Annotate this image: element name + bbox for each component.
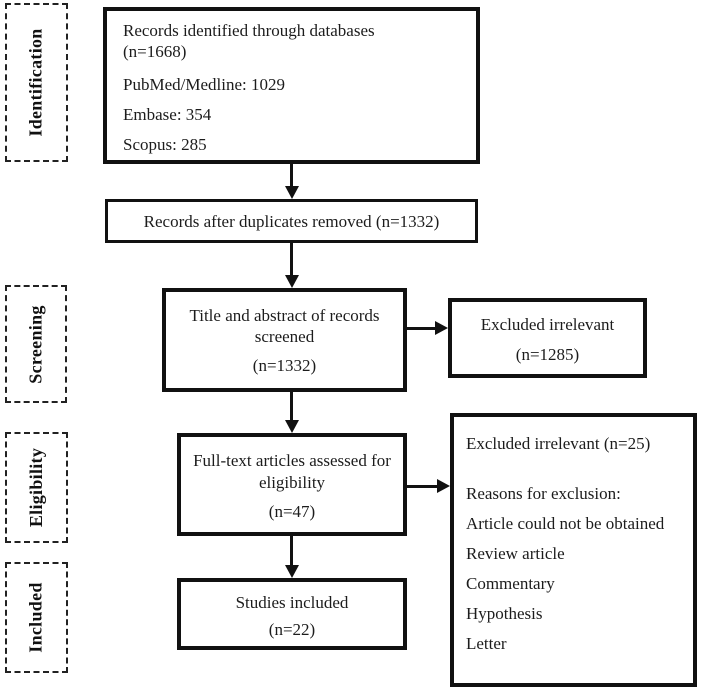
arrow-fulltext-to-included-line	[290, 536, 293, 566]
arrow-fulltext-to-excluded-head	[437, 479, 450, 493]
box-duplicates-removed: Records after duplicates removed (n=1332…	[105, 199, 478, 243]
stage-screening-label: Screening	[25, 304, 46, 384]
arrow-fulltext-to-included-head	[285, 565, 299, 578]
excluded-screening-count: (n=1285)	[515, 345, 580, 364]
screened-title: Title and abstract of records screened	[189, 306, 380, 346]
box-excluded-screening: Excluded irrelevant (n=1285)	[448, 298, 647, 378]
source-embase: Embase: 354	[123, 105, 212, 124]
stage-eligibility-label: Eligibility	[26, 447, 47, 528]
source-scopus: Scopus: 285	[123, 135, 207, 154]
box-excluded-eligibility: Excluded irrelevant (n=25) Reasons for e…	[450, 413, 697, 687]
stage-eligibility: Eligibility	[5, 432, 68, 543]
stage-screening: Screening	[5, 285, 67, 403]
exclusion-reasons-heading: Reasons for exclusion:	[466, 484, 621, 503]
box-records-identified: Records identified through databases (n=…	[103, 7, 480, 164]
included-title: Studies included	[235, 593, 349, 612]
source-pubmed: PubMed/Medline: 1029	[123, 75, 285, 94]
stage-identification-label: Identification	[26, 28, 47, 137]
arrow-screened-to-fulltext-head	[285, 420, 299, 433]
box-screened: Title and abstract of records screened (…	[162, 288, 407, 392]
stage-included: Included	[5, 562, 68, 673]
arrow-screened-to-fulltext-line	[290, 392, 293, 421]
exclusion-reason: Article could not be obtained	[466, 514, 665, 533]
stage-identification: Identification	[5, 3, 68, 162]
arrow-screened-to-excluded-line	[407, 327, 436, 330]
stage-included-label: Included	[26, 582, 46, 653]
records-identified-title: Records identified through databases	[123, 21, 375, 40]
arrow-duplicates-to-screened-head	[285, 275, 299, 288]
duplicates-removed-text: Records after duplicates removed (n=1332…	[143, 211, 440, 231]
included-count: (n=22)	[268, 620, 316, 639]
excluded-eligibility-title: Excluded irrelevant (n=25)	[466, 434, 651, 453]
arrow-fulltext-to-excluded-line	[407, 485, 438, 488]
exclusion-reason: Hypothesis	[466, 604, 543, 623]
arrow-identified-to-duplicates-line	[290, 164, 293, 188]
box-included: Studies included (n=22)	[177, 578, 407, 650]
fulltext-title: Full-text articles assessed for eligibil…	[193, 451, 391, 492]
exclusion-reason: Commentary	[466, 574, 555, 593]
box-fulltext: Full-text articles assessed for eligibil…	[177, 433, 407, 536]
arrow-identified-to-duplicates-head	[285, 186, 299, 199]
exclusion-reason: Review article	[466, 544, 565, 563]
screened-count: (n=1332)	[252, 356, 317, 375]
arrow-duplicates-to-screened-line	[290, 243, 293, 276]
fulltext-count: (n=47)	[268, 502, 316, 521]
arrow-screened-to-excluded-head	[435, 321, 448, 335]
exclusion-reason: Letter	[466, 634, 507, 653]
records-identified-count: (n=1668)	[123, 42, 187, 61]
excluded-screening-title: Excluded irrelevant	[480, 315, 615, 334]
